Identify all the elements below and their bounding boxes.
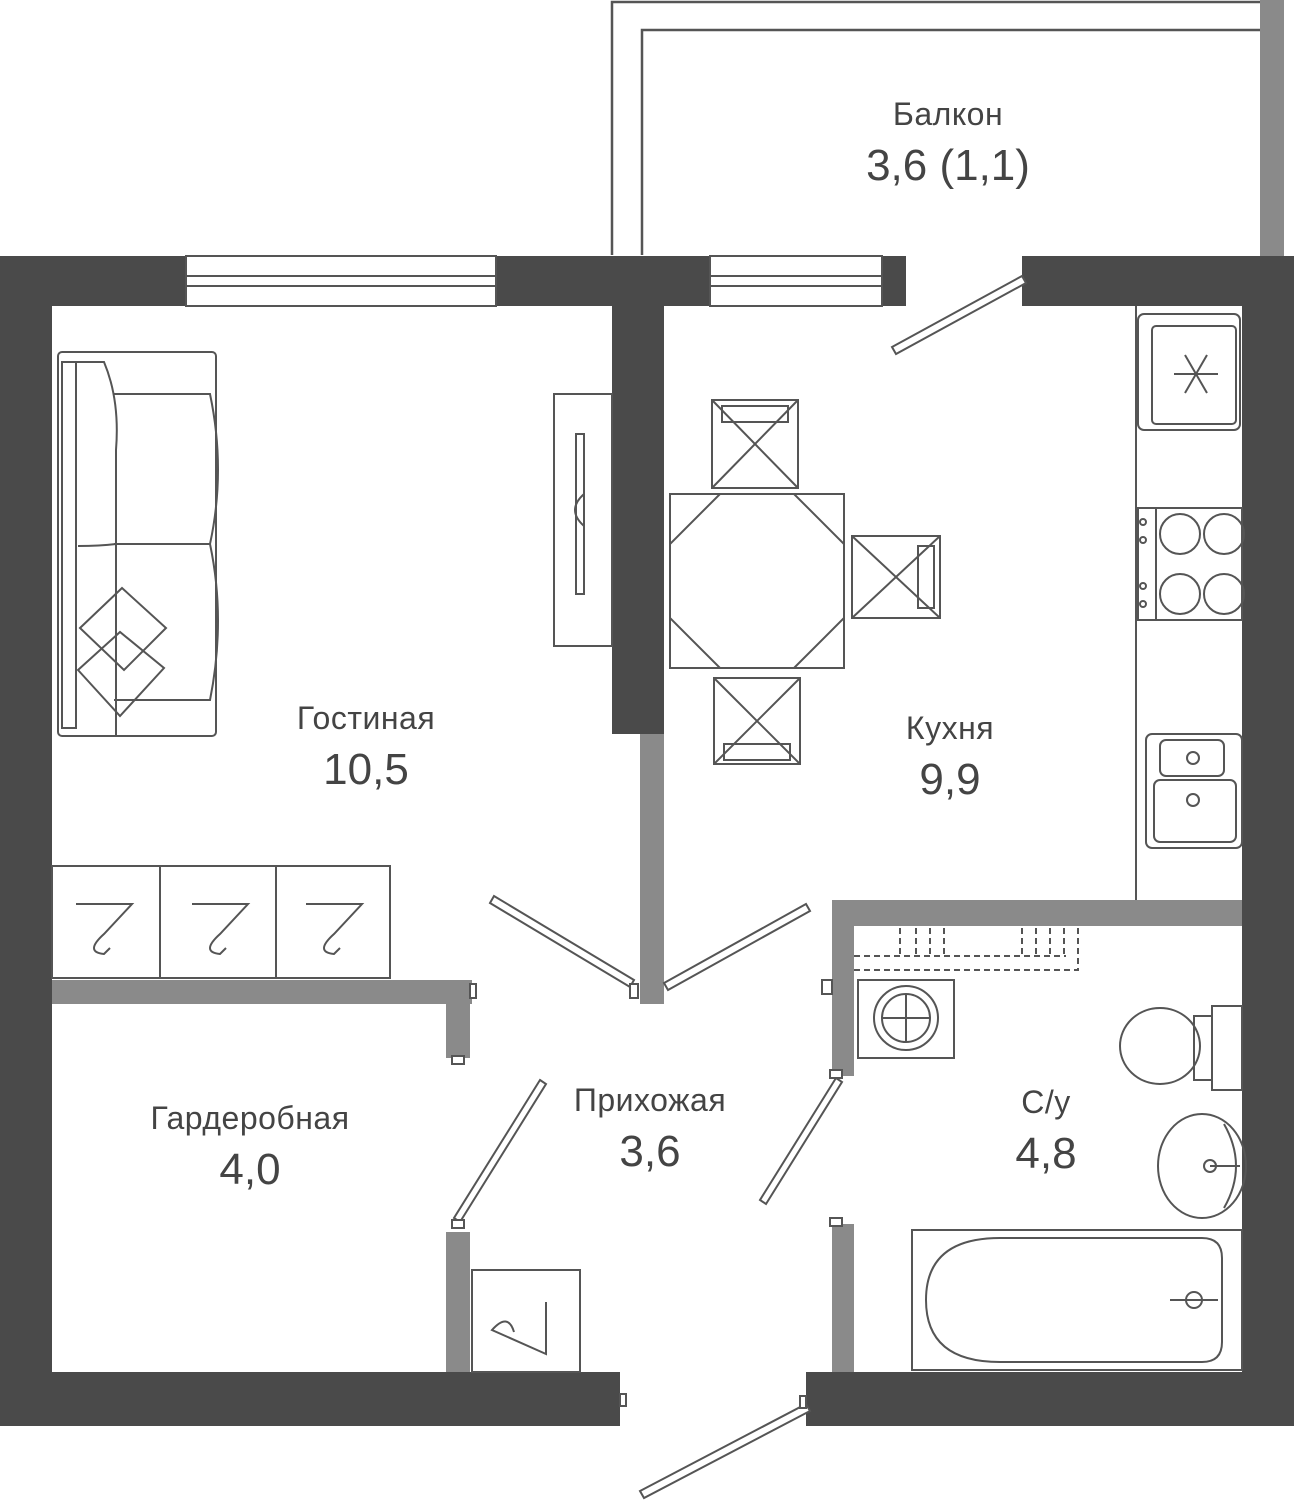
room-label-balcony: Балкон 3,6 (1,1) (818, 98, 1078, 188)
room-name: Гардеробная (150, 1100, 350, 1136)
stove-icon (1137, 507, 1245, 621)
room-area: 10,5 (323, 745, 409, 794)
wardrobe-icon (471, 1269, 581, 1373)
chair-icon (711, 399, 799, 489)
room-name: Прихожая (573, 1082, 727, 1118)
fridge-icon (1137, 313, 1241, 431)
room-label-wardrobe: Гардеробная 4,0 (120, 1102, 380, 1192)
bathtub-icon (911, 1229, 1243, 1371)
room-area: 3,6 (619, 1127, 681, 1176)
dining-table-icon (669, 493, 845, 669)
washing-machine-icon (857, 979, 955, 1059)
washbasin-icon (1157, 1113, 1247, 1219)
balcony-side-wall (1260, 0, 1284, 256)
inner-walls (52, 734, 1242, 1372)
door-icon (451, 274, 1028, 1500)
window-icon (709, 255, 883, 307)
balcony-enclosure (610, 0, 1260, 255)
sofa-icon (57, 351, 219, 737)
room-label-living: Гостиная 10,5 (236, 702, 496, 792)
room-name: Гостиная (296, 700, 436, 736)
room-area: 9,9 (919, 755, 981, 804)
chair-icon (851, 535, 941, 619)
wardrobe-icon (51, 865, 391, 979)
toilet-icon (1119, 1005, 1243, 1091)
chair-icon (713, 677, 801, 765)
room-area: 4,8 (1015, 1129, 1077, 1178)
room-name: Балкон (892, 96, 1004, 132)
window-icon (185, 255, 497, 307)
room-label-kitchen: Кухня 9,9 (820, 712, 1080, 802)
ventilation-shaft (854, 928, 1079, 971)
kitchen-sink-icon (1145, 733, 1243, 849)
tv-icon (553, 393, 613, 647)
outer-walls (0, 256, 1294, 1426)
room-label-bathroom: С/у 4,8 (916, 1086, 1176, 1176)
room-area: 4,0 (219, 1145, 281, 1194)
room-label-hall: Прихожая 3,6 (520, 1084, 780, 1174)
room-area: 3,6 (1,1) (866, 141, 1030, 190)
room-name: Кухня (905, 710, 995, 746)
room-name: С/у (1021, 1084, 1071, 1120)
